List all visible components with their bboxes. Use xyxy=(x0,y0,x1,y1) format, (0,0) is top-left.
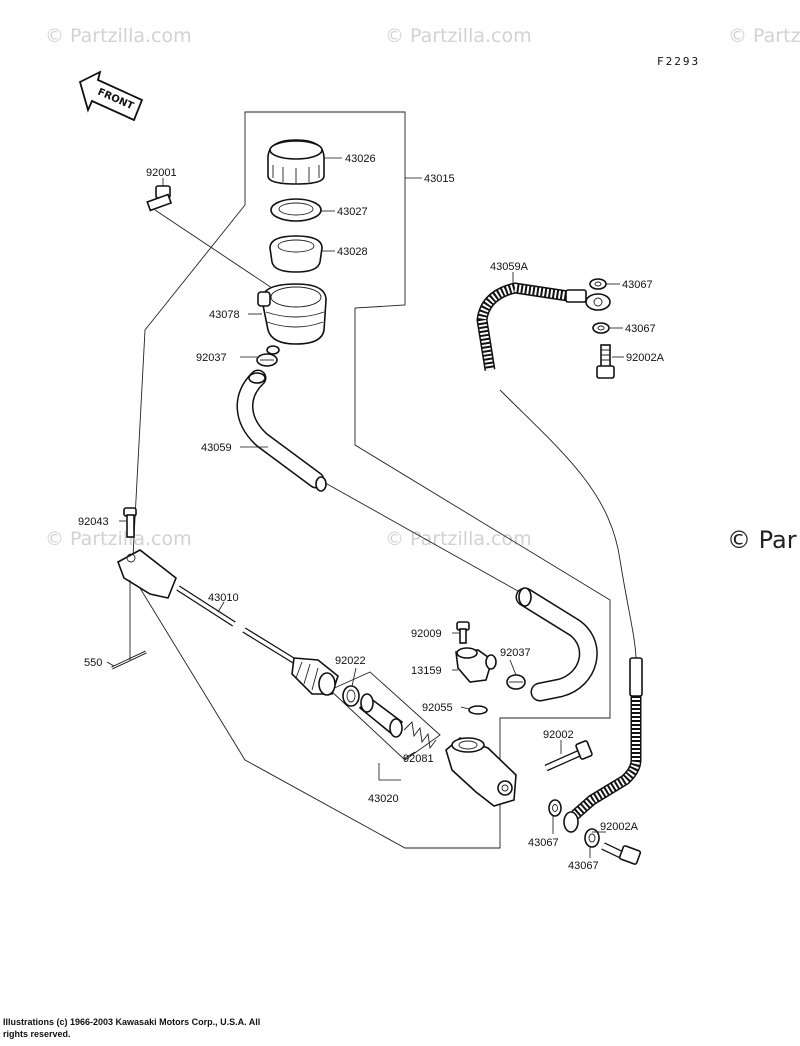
label-43059A: 43059A xyxy=(490,261,529,273)
label-43020: 43020 xyxy=(368,793,399,805)
label-13159: 13159 xyxy=(411,665,442,677)
bolt-92002A-top xyxy=(596,344,615,379)
label-92002A-bottom: 92002A xyxy=(600,821,639,833)
pin-92043 xyxy=(123,507,137,538)
diaphragm-43028 xyxy=(269,235,323,273)
label-92037-upper: 92037 xyxy=(196,352,227,364)
clevis-43010 xyxy=(117,549,298,665)
bolt-92002 xyxy=(544,740,593,772)
assembly-outline-43020 xyxy=(329,671,441,761)
label-92022: 92022 xyxy=(335,655,366,667)
label-43067-lower-left: 43067 xyxy=(528,837,559,849)
bolt-92001 xyxy=(146,185,173,212)
watermark-top-right: © Partz xyxy=(728,25,800,47)
watermark-mid-right: © Par xyxy=(727,526,797,554)
diaphragm-plate-43027 xyxy=(270,198,322,222)
washer-43067-lower-right xyxy=(584,828,600,848)
washer-43067-lower-left xyxy=(548,799,562,817)
label-92009: 92009 xyxy=(411,628,442,640)
cotter-pin-550 xyxy=(111,580,147,670)
label-550: 550 xyxy=(84,657,102,669)
watermark-mid-center: © Partzilla.com xyxy=(385,528,532,550)
label-43026: 43026 xyxy=(345,153,376,165)
bolt-92002A-bottom xyxy=(601,842,642,865)
hose-lower xyxy=(515,587,598,702)
label-43027: 43027 xyxy=(337,206,368,218)
spring-92081 xyxy=(403,721,437,750)
leader-lines xyxy=(106,157,624,858)
o-ring-92055 xyxy=(468,705,488,715)
washer-43067-top xyxy=(589,278,607,290)
hose-43059A xyxy=(476,282,643,833)
assembly-outline-43015 xyxy=(131,111,611,849)
piston-kit-43020 xyxy=(358,693,404,738)
label-92002A-top: 92002A xyxy=(626,352,665,364)
label-43067-second: 43067 xyxy=(625,323,656,335)
watermark-top-left: © Partzilla.com xyxy=(45,25,192,47)
hose-43059 xyxy=(236,369,327,492)
hose-route-line xyxy=(499,389,637,661)
label-92037-lower: 92037 xyxy=(500,647,531,659)
label-43028: 43028 xyxy=(337,246,368,258)
label-43067-top: 43067 xyxy=(622,279,653,291)
label-43067-lower-right: 43067 xyxy=(568,860,599,872)
clamp-92037-lower xyxy=(506,674,526,690)
label-92081: 92081 xyxy=(403,753,434,765)
label-92001: 92001 xyxy=(146,167,177,179)
label-43059: 43059 xyxy=(201,442,232,454)
label-92055: 92055 xyxy=(422,702,453,714)
label-43015: 43015 xyxy=(424,173,455,185)
boot-92022 xyxy=(291,657,339,696)
clamp-92037-upper xyxy=(256,353,278,367)
reservoir-fitting-13159 xyxy=(455,647,497,683)
ring-92022 xyxy=(342,685,360,707)
label-43078: 43078 xyxy=(209,309,240,321)
label-92002: 92002 xyxy=(543,729,574,741)
hose-43059-route-line xyxy=(319,479,526,596)
screw-92009 xyxy=(456,621,470,644)
washer-43067-second xyxy=(592,322,610,334)
bolt-92001-route-line xyxy=(154,209,276,291)
copyright-notice: Illustrations (c) 1966-2003 Kawasaki Mot… xyxy=(3,1017,261,1039)
diagram-code: F2293 xyxy=(657,55,700,68)
watermark-mid-left: © Partzilla.com xyxy=(45,528,192,550)
reservoir-43078 xyxy=(257,283,327,355)
label-43010: 43010 xyxy=(208,592,239,604)
master-cylinder-body xyxy=(445,737,517,807)
reservoir-cap-43026 xyxy=(267,139,325,185)
label-92043: 92043 xyxy=(78,516,109,528)
front-arrow-icon: FRONT xyxy=(78,70,144,122)
watermark-top-center: © Partzilla.com xyxy=(385,25,532,47)
